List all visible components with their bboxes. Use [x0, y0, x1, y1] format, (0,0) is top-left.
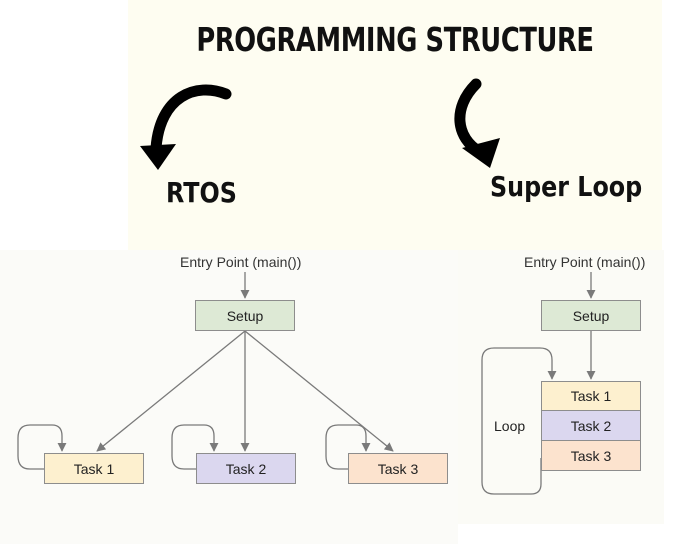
loop-label: Loop	[494, 418, 526, 434]
superloop-setup-box: Setup	[541, 300, 641, 331]
superloop-task-1: Task 1	[541, 381, 641, 411]
superloop-task-3: Task 3	[541, 440, 641, 471]
rtos-curved-arrow-icon	[140, 84, 232, 170]
rtos-task-2: Task 2	[196, 453, 296, 484]
superloop-entry-point: Entry Point (main())	[524, 254, 646, 270]
rtos-entry-point: Entry Point (main())	[180, 254, 302, 270]
rtos-label: RTOS	[166, 176, 237, 209]
header-panel	[128, 0, 662, 250]
superloop-loop-arrow	[481, 347, 557, 495]
superloop-label: Super Loop	[490, 170, 643, 203]
rtos-task-3: Task 3	[348, 453, 448, 484]
task2-self-loop	[171, 424, 219, 470]
rtos-setup-box: Setup	[195, 300, 295, 331]
rtos-task-1: Task 1	[44, 453, 144, 484]
rtos-setup-task3-arrow	[244, 330, 394, 452]
page-title: PROGRAMMING STRUCTURE	[196, 20, 594, 59]
task1-self-loop	[17, 424, 67, 470]
superloop-curved-arrow-icon	[454, 78, 500, 168]
superloop-task-2: Task 2	[541, 410, 641, 441]
rtos-setup-task1-arrow	[96, 330, 246, 452]
task3-self-loop	[325, 424, 371, 470]
rtos-diagram-panel	[0, 250, 458, 544]
